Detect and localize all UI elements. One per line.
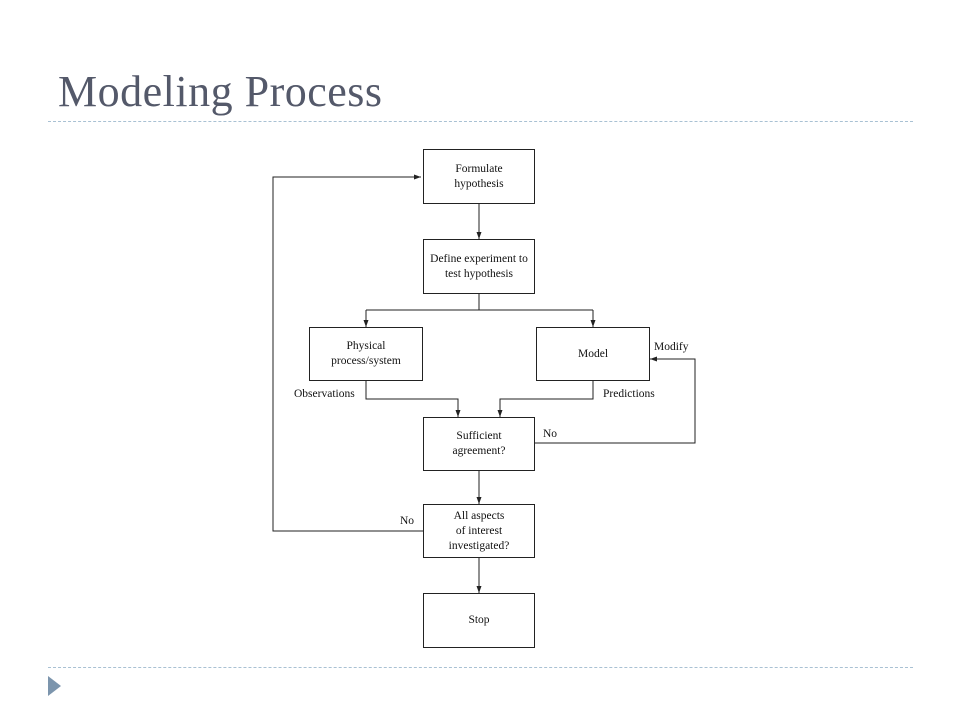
edge-aspects-formulate-loop [272,174,423,532]
label-no-aspects: No [400,515,415,527]
edge-agreement-model-loop [535,356,696,444]
node-stop: Stop [423,593,535,648]
node-define-experiment: Define experiment to test hypothesis [423,239,535,294]
node-all-aspects: All aspects of interest investigated? [423,504,535,558]
edge-model-agreement [497,381,594,417]
node-physical-process: Physical process/system [309,327,423,381]
bottom-divider [48,667,913,668]
label-no-agreement: No [543,428,558,440]
slide-bullet-icon [48,676,61,696]
node-formulate-hypothesis: Formulate hypothesis [423,149,535,204]
label-modify: Modify [654,341,689,353]
node-model: Model [536,327,650,381]
node-sufficient-agreement: Sufficient agreement? [423,417,535,471]
slide-title: Modeling Process [58,67,383,116]
label-predictions: Predictions [603,388,655,400]
top-divider [48,121,913,122]
edge-physical-agreement [365,381,461,417]
label-observations: Observations [294,388,355,400]
